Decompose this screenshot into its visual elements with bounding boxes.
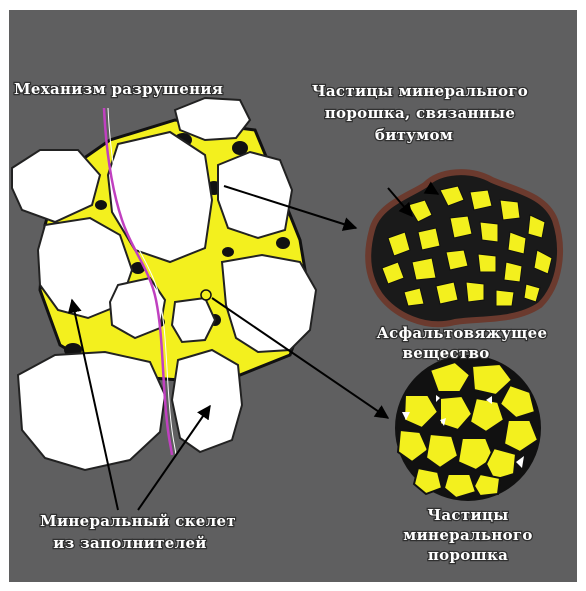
mineral-powder-circle (396, 356, 540, 500)
label-failure-mechanism: Механизм разрушения (14, 80, 223, 98)
label-powder-particles-1: Частицы (427, 506, 508, 524)
label-bound-particles-1: Частицы минерального (312, 82, 528, 100)
label-mineral-skeleton-2: из заполнителей (53, 534, 206, 552)
label-powder-particles-3: порошка (428, 546, 508, 564)
label-powder-particles-2: минерального (403, 526, 532, 544)
pore-marker (201, 290, 211, 300)
label-mineral-skeleton-1: Минеральный скелет (40, 512, 236, 530)
label-bound-particles-2: порошка, связанные (325, 104, 515, 122)
label-asphalt-binder-1: Асфальтовяжущее (377, 324, 548, 342)
label-bound-particles-3: битумом (375, 126, 453, 144)
label-asphalt-binder-2: вещество (403, 344, 490, 362)
stone (172, 350, 242, 452)
